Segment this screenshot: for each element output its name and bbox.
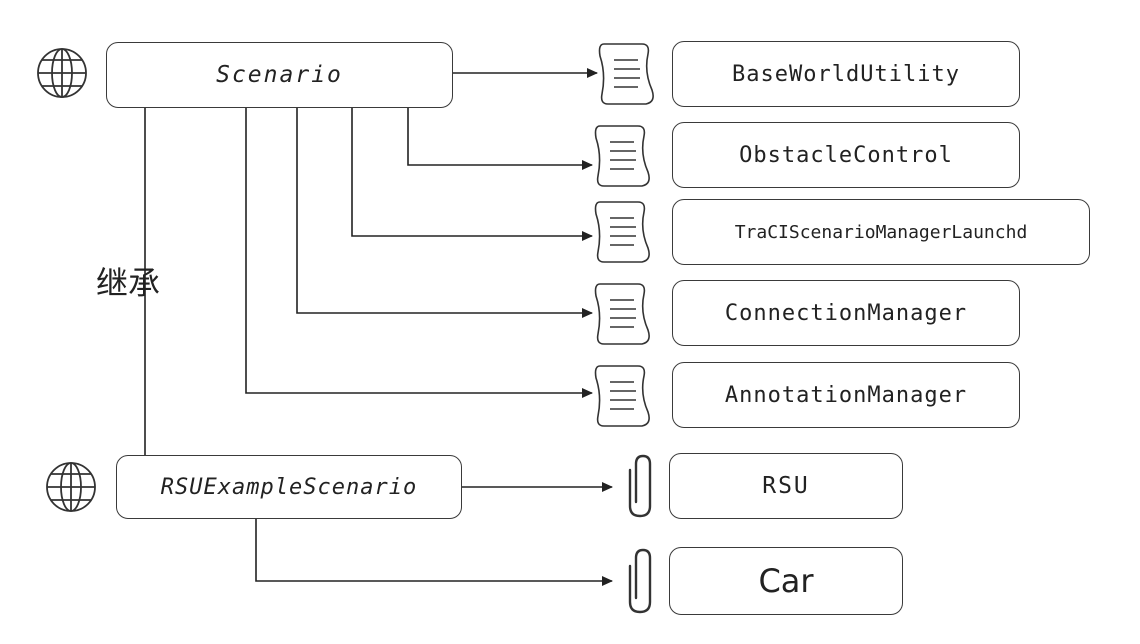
rsu-node[interactable]: RSU — [669, 453, 903, 519]
document-icon — [594, 365, 650, 427]
document-icon — [594, 201, 650, 263]
arrow-to-car — [255, 518, 613, 586]
rsu-example-scenario-node[interactable]: RSUExampleScenario — [116, 455, 462, 519]
connection-manager-label: ConnectionManager — [724, 300, 968, 326]
arrow-to-obstacle-control — [407, 108, 593, 170]
globe-icon — [37, 48, 87, 98]
connection-manager-node[interactable]: ConnectionManager — [672, 280, 1020, 346]
obstacle-control-label: ObstacleControl — [739, 142, 953, 168]
annotation-manager-label: AnnotationManager — [724, 382, 968, 408]
scenario-node[interactable]: Scenario — [106, 42, 453, 108]
obstacle-control-node[interactable]: ObstacleControl — [672, 122, 1020, 188]
document-icon — [594, 125, 650, 187]
traci-scenario-manager-node[interactable]: TraCIScenarioManagerLaunchd — [672, 199, 1090, 265]
traci-scenario-manager-label: TraCIScenarioManagerLaunchd — [734, 221, 1028, 243]
car-node[interactable]: Car — [669, 547, 903, 615]
rsu-example-scenario-label: RSUExampleScenario — [160, 474, 418, 500]
rsu-label: RSU — [762, 473, 810, 499]
paperclip-icon — [628, 548, 652, 614]
arrow-to-connection-manager — [296, 108, 593, 318]
globe-icon — [46, 462, 96, 512]
annotation-manager-node[interactable]: AnnotationManager — [672, 362, 1020, 428]
scenario-label: Scenario — [216, 62, 343, 88]
arrow-to-traci-manager — [351, 108, 593, 241]
base-world-utility-label: BaseWorldUtility — [732, 61, 960, 87]
car-label: Car — [758, 562, 814, 600]
paperclip-icon — [628, 454, 652, 518]
document-icon — [594, 283, 650, 345]
inheritance-label: 继承 — [96, 264, 161, 302]
base-world-utility-node[interactable]: BaseWorldUtility — [672, 41, 1020, 107]
document-icon — [598, 43, 654, 105]
arrow-to-annotation-manager — [245, 108, 593, 398]
